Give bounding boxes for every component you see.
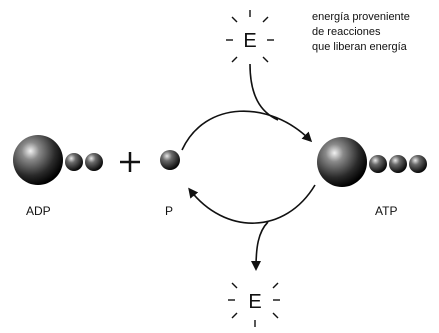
atp-phosphate-sphere-3 — [409, 155, 427, 173]
energy-source-note-line-1: energía proveniente — [312, 11, 410, 23]
phosphate-sphere-1 — [65, 153, 83, 171]
adp-molecule — [13, 135, 103, 185]
energy-burst-top-icon — [226, 10, 274, 63]
atp-phosphate-sphere-2 — [389, 155, 407, 173]
phosphate-sphere-2 — [85, 153, 103, 171]
adp-label: ADP — [26, 204, 51, 218]
energy-output-arrow — [251, 221, 269, 271]
energy-source-note: energía proveniente de reacciones que li… — [312, 10, 410, 55]
atp-label: ATP — [375, 204, 398, 218]
phosphate-label: P — [165, 204, 174, 218]
adenosine-sphere — [13, 135, 63, 185]
energy-symbol-bottom: E — [248, 291, 261, 313]
atp-phosphate-sphere-1 — [369, 155, 387, 173]
energy-burst-bottom-icon — [228, 282, 280, 327]
energy-symbol-top: E — [243, 30, 256, 52]
adenosine-sphere-atp — [317, 137, 367, 187]
free-phosphate-sphere — [160, 150, 180, 170]
plus-sign — [120, 152, 140, 172]
atp-molecule — [317, 137, 427, 187]
energy-source-note-line-3: que liberan energía — [312, 41, 407, 53]
hydrolysis-arrow — [188, 184, 316, 224]
energy-input-line — [249, 63, 279, 121]
synthesis-arrow — [181, 110, 313, 151]
energy-source-note-line-2: de reacciones — [312, 26, 381, 38]
